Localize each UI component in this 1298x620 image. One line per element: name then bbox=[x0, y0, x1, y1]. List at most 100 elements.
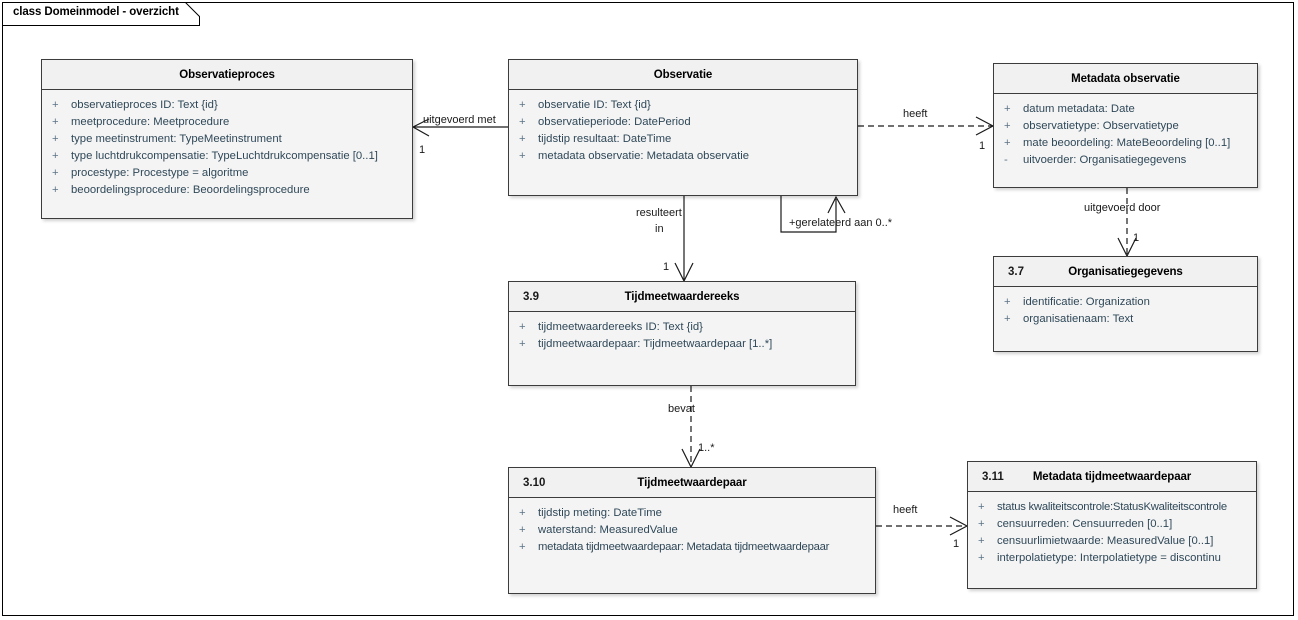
attribute-visibility: + bbox=[978, 518, 985, 530]
connector-label-uitgevoerd-door: uitgevoerd door bbox=[1084, 202, 1161, 214]
class-name-observatieproces: Observatieproces bbox=[179, 68, 275, 81]
attribute-visibility: + bbox=[519, 133, 526, 145]
attribute-signature: censuurreden: Censuurreden [0..1] bbox=[997, 518, 1173, 530]
connector-label-resulteert: resulteert bbox=[636, 207, 682, 219]
class-number-tijdmeetwaardepaar: 3.10 bbox=[523, 476, 546, 489]
attribute-visibility: + bbox=[52, 184, 59, 196]
attribute-row: + identificatie: Organization bbox=[994, 294, 1257, 311]
class-box-metadata-tijdmeetwaardepaar[interactable]: 3.11 Metadata tijdmeetwaardepaar + statu… bbox=[967, 461, 1257, 589]
attribute-row: + tijdmeetwaardereeks ID: Text {id} bbox=[509, 319, 855, 336]
attribute-signature: observatie ID: Text {id} bbox=[538, 99, 651, 111]
class-box-organisatiegegevens[interactable]: 3.7 Organisatiegegevens + identificatie:… bbox=[993, 256, 1258, 352]
attribute-visibility: + bbox=[52, 133, 59, 145]
attribute-row: + procestype: Procestype = algoritme bbox=[42, 165, 412, 182]
attribute-row: + censuurreden: Censuurreden [0..1] bbox=[968, 516, 1256, 533]
attribute-signature: type meetinstrument: TypeMeetinstrument bbox=[71, 133, 282, 145]
attribute-signature: metadata tijdmeetwaardepaar: Metadata ti… bbox=[538, 541, 830, 553]
diagram-frame-tab: class Domeinmodel - overzicht bbox=[2, 2, 202, 26]
attribute-row: + observatieperiode: DatePeriod bbox=[509, 114, 857, 131]
attribute-visibility: + bbox=[52, 167, 59, 179]
class-number-metadata-tijdmeetwaardepaar: 3.11 bbox=[982, 470, 1004, 483]
attribute-row: + observatie ID: Text {id} bbox=[509, 97, 857, 114]
attribute-row: - uitvoerder: Organisatiegegevens bbox=[994, 152, 1257, 169]
attribute-row: + status kwaliteitscontrole:StatusKwalit… bbox=[968, 499, 1256, 516]
connector-multiplicity-heeft-metadata-tijdmeetwaardepaar: 1 bbox=[953, 538, 960, 550]
class-header-observatie: Observatie bbox=[509, 60, 857, 90]
attribute-signature: datum metadata: Date bbox=[1023, 103, 1135, 115]
attribute-visibility: + bbox=[1004, 313, 1011, 325]
attribute-signature: censuurlimietwaarde: MeasuredValue [0..1… bbox=[997, 535, 1214, 547]
attribute-signature: observatieproces ID: Text {id} bbox=[71, 99, 218, 111]
attribute-visibility: + bbox=[519, 150, 526, 162]
attribute-signature: type luchtdrukcompensatie: TypeLuchtdruk… bbox=[71, 150, 378, 162]
class-attributes-organisatiegegevens: + identificatie: Organization + organisa… bbox=[994, 287, 1257, 334]
attribute-signature: interpolatietype: Interpolatietype = dis… bbox=[997, 552, 1221, 564]
class-attributes-metadata-observatie: + datum metadata: Date + observatietype:… bbox=[994, 94, 1257, 175]
attribute-signature: meetprocedure: Meetprocedure bbox=[71, 116, 230, 128]
class-name-observatie: Observatie bbox=[653, 68, 713, 81]
class-box-tijdmeetwaardereeks[interactable]: 3.9 Tijdmeetwaardereeks + tijdmeetwaarde… bbox=[508, 281, 856, 386]
connector-multiplicity-uitgevoerd-met: 1 bbox=[419, 144, 426, 156]
attribute-row: + observatietype: Observatietype bbox=[994, 118, 1257, 135]
attribute-visibility: + bbox=[1004, 296, 1011, 308]
class-box-metadata-observatie[interactable]: Metadata observatie + datum metadata: Da… bbox=[993, 63, 1258, 188]
attribute-visibility: + bbox=[978, 501, 985, 513]
connector-label-resulteert-in: in bbox=[655, 223, 664, 235]
class-name-organisatiegegevens: Organisatiegegevens bbox=[1068, 265, 1183, 278]
attribute-visibility: + bbox=[52, 150, 59, 162]
class-number-tijdmeetwaardereeks: 3.9 bbox=[523, 290, 539, 303]
class-attributes-tijdmeetwaardereeks: + tijdmeetwaardereeks ID: Text {id} + ti… bbox=[509, 312, 855, 359]
attribute-row: + observatieproces ID: Text {id} bbox=[42, 97, 412, 114]
attribute-signature: tijdmeetwaardereeks ID: Text {id} bbox=[538, 321, 703, 333]
attribute-row: + organisatienaam: Text bbox=[994, 311, 1257, 328]
connector-label-bevat: bevat bbox=[668, 403, 695, 415]
class-attributes-metadata-tijdmeetwaardepaar: + status kwaliteitscontrole:StatusKwalit… bbox=[968, 492, 1256, 573]
attribute-visibility: + bbox=[519, 541, 526, 553]
attribute-row: + tijdmeetwaardepaar: Tijdmeetwaardepaar… bbox=[509, 336, 855, 353]
connector-multiplicity-bevat: 1..* bbox=[698, 442, 715, 454]
class-name-metadata-observatie: Metadata observatie bbox=[1071, 72, 1180, 85]
attribute-signature: tijdstip meting: DateTime bbox=[538, 507, 662, 519]
attribute-row: + type meetinstrument: TypeMeetinstrumen… bbox=[42, 131, 412, 148]
class-header-organisatiegegevens: 3.7 Organisatiegegevens bbox=[994, 257, 1257, 287]
attribute-row: + mate beoordeling: MateBeoordeling [0..… bbox=[994, 135, 1257, 152]
attribute-row: + waterstand: MeasuredValue bbox=[509, 522, 875, 539]
attribute-signature: observatietype: Observatietype bbox=[1023, 120, 1179, 132]
attribute-signature: metadata observatie: Metadata observatie bbox=[538, 150, 750, 162]
attribute-row: + tijdstip meting: DateTime bbox=[509, 505, 875, 522]
class-name-tijdmeetwaardereeks: Tijdmeetwaardereeks bbox=[624, 290, 740, 303]
attribute-row: + interpolatietype: Interpolatietype = d… bbox=[968, 550, 1256, 567]
attribute-signature: waterstand: MeasuredValue bbox=[538, 524, 678, 536]
attribute-row: + datum metadata: Date bbox=[994, 101, 1257, 118]
class-header-metadata-tijdmeetwaardepaar: 3.11 Metadata tijdmeetwaardepaar bbox=[968, 462, 1256, 492]
attribute-visibility: + bbox=[52, 116, 59, 128]
class-attributes-tijdmeetwaardepaar: + tijdstip meting: DateTime + waterstand… bbox=[509, 498, 875, 562]
class-header-observatieproces: Observatieproces bbox=[42, 60, 412, 90]
class-attributes-observatieproces: + observatieproces ID: Text {id} + meetp… bbox=[42, 90, 412, 205]
class-attributes-observatie: + observatie ID: Text {id} + observatiep… bbox=[509, 90, 857, 171]
attribute-signature: identificatie: Organization bbox=[1023, 296, 1150, 308]
attribute-row: + meetprocedure: Meetprocedure bbox=[42, 114, 412, 131]
class-header-metadata-observatie: Metadata observatie bbox=[994, 64, 1257, 94]
attribute-row: + metadata tijdmeetwaardepaar: Metadata … bbox=[509, 539, 875, 556]
class-box-observatie[interactable]: Observatie + observatie ID: Text {id} + … bbox=[508, 59, 858, 196]
attribute-signature: observatieperiode: DatePeriod bbox=[538, 116, 691, 128]
connector-multiplicity-resulteert-in: 1 bbox=[663, 261, 670, 273]
attribute-signature: tijdmeetwaardepaar: Tijdmeetwaardepaar [… bbox=[538, 338, 773, 350]
attribute-visibility: + bbox=[519, 524, 526, 536]
attribute-visibility: + bbox=[1004, 103, 1011, 115]
attribute-signature: status kwaliteitscontrole:StatusKwalitei… bbox=[997, 501, 1227, 513]
class-box-tijdmeetwaardepaar[interactable]: 3.10 Tijdmeetwaardepaar + tijdstip metin… bbox=[508, 467, 876, 594]
connector-label-heeft-metadata-observatie: heeft bbox=[903, 108, 928, 120]
attribute-visibility: - bbox=[1004, 154, 1008, 166]
attribute-signature: organisatienaam: Text bbox=[1023, 313, 1134, 325]
attribute-visibility: + bbox=[978, 535, 985, 547]
attribute-visibility: + bbox=[519, 116, 526, 128]
attribute-row: + type luchtdrukcompensatie: TypeLuchtdr… bbox=[42, 148, 412, 165]
class-box-observatieproces[interactable]: Observatieproces + observatieproces ID: … bbox=[41, 59, 413, 219]
attribute-row: + tijdstip resultaat: DateTime bbox=[509, 131, 857, 148]
attribute-signature: beoordelingsprocedure: Beoordelingsproce… bbox=[71, 184, 310, 196]
connector-label-uitgevoerd-met: uitgevoerd met bbox=[423, 114, 496, 126]
